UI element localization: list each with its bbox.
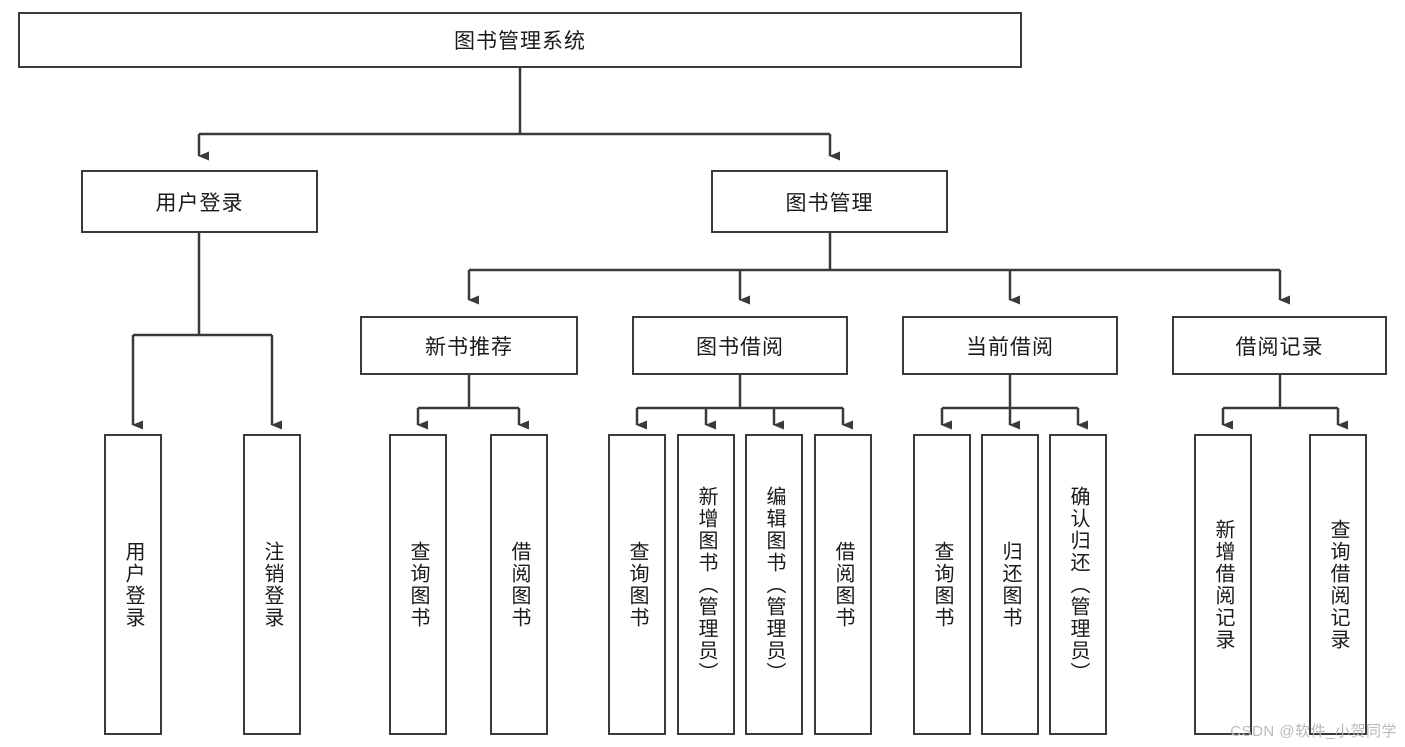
node-leaf-query-record-label: 查询借阅记录 xyxy=(1327,518,1349,651)
node-current-borrow[interactable]: 当前借阅 xyxy=(902,316,1118,375)
node-new-book-recommend[interactable]: 新书推荐 xyxy=(360,316,578,375)
node-leaf-add-record[interactable]: 新增借阅记录 xyxy=(1194,434,1252,735)
node-root-label: 图书管理系统 xyxy=(454,30,586,53)
node-borrow-record[interactable]: 借阅记录 xyxy=(1172,316,1387,375)
node-user-login[interactable]: 用户登录 xyxy=(81,170,318,233)
node-leaf-logout-label: 注销登录 xyxy=(261,540,283,629)
node-leaf-query-record[interactable]: 查询借阅记录 xyxy=(1309,434,1367,735)
node-leaf-edit-book-label: 编辑图书（管理员） xyxy=(763,485,785,684)
node-leaf-query-book-2-label: 查询图书 xyxy=(626,540,648,629)
node-leaf-borrow-book-1-label: 借阅图书 xyxy=(508,540,530,629)
node-book-borrow[interactable]: 图书借阅 xyxy=(632,316,848,375)
node-book-borrow-label: 图书借阅 xyxy=(696,335,784,359)
node-current-borrow-label: 当前借阅 xyxy=(966,335,1054,359)
node-book-manage-label: 图书管理 xyxy=(785,191,874,215)
node-leaf-edit-book[interactable]: 编辑图书（管理员） xyxy=(745,434,803,735)
node-leaf-add-book-label: 新增图书（管理员） xyxy=(695,485,717,684)
node-leaf-borrow-book-2-label: 借阅图书 xyxy=(832,540,854,629)
node-borrow-record-label: 借阅记录 xyxy=(1235,335,1324,359)
node-leaf-borrow-book-1[interactable]: 借阅图书 xyxy=(490,434,548,735)
node-root[interactable]: 图书管理系统 xyxy=(18,12,1022,68)
node-leaf-add-book[interactable]: 新增图书（管理员） xyxy=(677,434,735,735)
node-leaf-return-book[interactable]: 归还图书 xyxy=(981,434,1039,735)
node-leaf-confirm-return-label: 确认归还（管理员） xyxy=(1067,485,1089,684)
node-leaf-query-book-1-label: 查询图书 xyxy=(407,540,429,629)
node-leaf-user-login[interactable]: 用户登录 xyxy=(104,434,162,735)
node-leaf-borrow-book-2[interactable]: 借阅图书 xyxy=(814,434,872,735)
node-leaf-query-book-3-label: 查询图书 xyxy=(931,540,953,629)
node-leaf-confirm-return[interactable]: 确认归还（管理员） xyxy=(1049,434,1107,735)
node-leaf-query-book-3[interactable]: 查询图书 xyxy=(913,434,971,735)
node-user-login-label: 用户登录 xyxy=(155,191,244,215)
node-new-book-recommend-label: 新书推荐 xyxy=(425,335,513,359)
node-book-manage[interactable]: 图书管理 xyxy=(711,170,948,233)
node-leaf-return-book-label: 归还图书 xyxy=(999,540,1021,629)
node-leaf-user-login-label: 用户登录 xyxy=(122,540,144,629)
node-leaf-logout[interactable]: 注销登录 xyxy=(243,434,301,735)
node-leaf-add-record-label: 新增借阅记录 xyxy=(1212,518,1234,651)
watermark-text: CSDN @软件_小贺同学 xyxy=(1230,723,1397,740)
node-leaf-query-book-2[interactable]: 查询图书 xyxy=(608,434,666,735)
node-leaf-query-book-1[interactable]: 查询图书 xyxy=(389,434,447,735)
